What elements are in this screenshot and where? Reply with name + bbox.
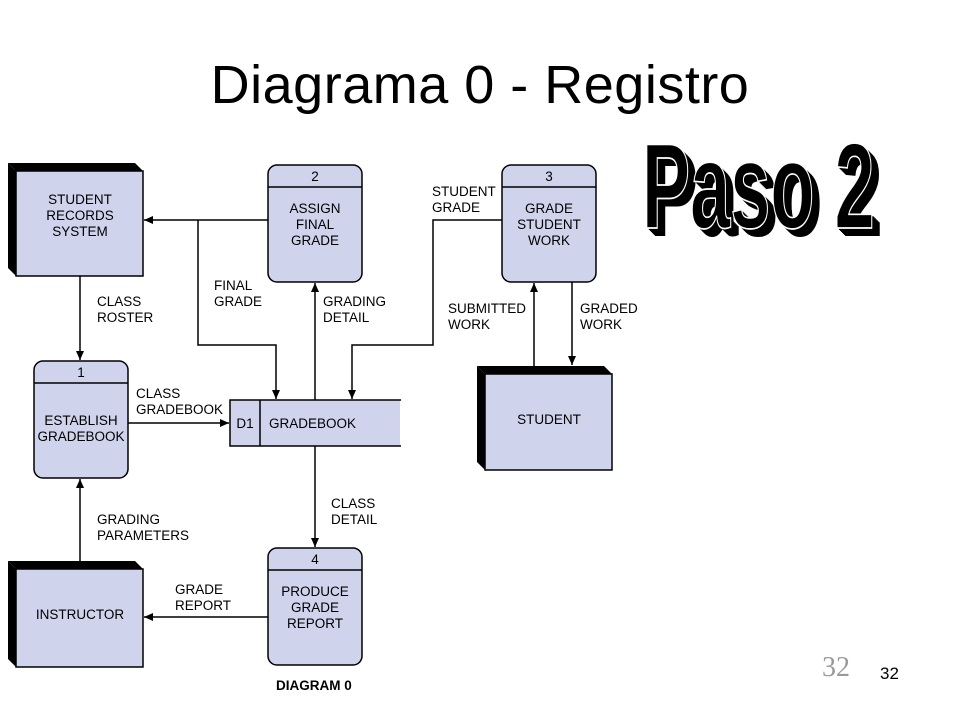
flow-label-class-detail: CLASS — [331, 496, 375, 511]
flow-label-grading-parameters: GRADING — [97, 512, 160, 527]
process-1-establish-gradebook: 1 ESTABLISH GRADEBOOK — [33, 360, 129, 479]
entity-label-line: SYSTEM — [52, 224, 108, 239]
process-label-line: ASSIGN — [289, 201, 340, 216]
wordart-shadow: Paso 2 — [644, 122, 877, 257]
entity-student: STUDENT — [477, 366, 613, 471]
flow-arrow-final-grade — [197, 220, 280, 399]
flow-label-graded-work: WORK — [580, 317, 622, 332]
process-3-grade-student-work: 3 GRADE STUDENT WORK — [501, 164, 597, 283]
process-label-line: STUDENT — [517, 217, 581, 232]
flow-label-final-grade: GRADE — [214, 294, 262, 309]
flow-label-grading-detail: GRADING — [323, 294, 386, 309]
entity-label-line: INSTRUCTOR — [36, 607, 125, 622]
datastore-d1-gradebook: D1 GRADEBOOK — [229, 399, 401, 447]
datastore-name: GRADEBOOK — [269, 416, 356, 431]
process-number: 1 — [77, 365, 85, 380]
flow-label-student-grade: GRADE — [432, 200, 480, 215]
datastore-id: D1 — [236, 416, 253, 431]
process-label-line: PRODUCE — [281, 584, 349, 599]
process-label-line: REPORT — [287, 616, 343, 631]
entity-student-records-system: STUDENT RECORDS SYSTEM — [8, 163, 144, 277]
flow-label-class-roster: CLASS — [97, 294, 141, 309]
process-label-line: GRADEBOOK — [37, 429, 124, 444]
flow-label-grade-report: GRADE — [175, 582, 223, 597]
wordart-shadow: Paso 2 — [647, 125, 880, 260]
process-number: 2 — [311, 169, 319, 184]
flow-label-submitted-work: SUBMITTED — [448, 301, 526, 316]
wordart-shadow: Paso 2 — [645, 123, 878, 258]
wordart-shadow: Paso 2 — [650, 128, 883, 263]
page-number-art: 32 — [822, 652, 850, 683]
process-label-line: FINAL — [296, 217, 335, 232]
flow-label-class-gradebook: GRADEBOOK — [136, 402, 223, 417]
flow-label-grade-report: REPORT — [175, 598, 231, 613]
flow-label-class-gradebook: CLASS — [136, 386, 180, 401]
slide-number: 32 — [880, 664, 899, 683]
process-number: 3 — [545, 169, 553, 184]
entity-label-line: STUDENT — [517, 412, 581, 427]
entity-instructor: INSTRUCTOR — [8, 561, 144, 668]
process-4-produce-grade-report: 4 PRODUCE GRADE REPORT — [267, 547, 363, 666]
process-label-line: GRADE — [525, 201, 573, 216]
flow-arrow-student-grade — [348, 219, 502, 399]
slide-title: Diagrama 0 - Registro — [210, 55, 750, 115]
flow-label-student-grade: STUDENT — [432, 184, 496, 199]
wordart-paso-2: Paso 2 Paso 2 Paso 2 Paso 2 Paso 2 Paso … — [641, 119, 883, 263]
process-number: 4 — [311, 552, 319, 567]
wordart-shadow: Paso 2 — [648, 126, 881, 261]
process-label-line: GRADE — [291, 233, 339, 248]
process-label-line: WORK — [528, 233, 570, 248]
wordart-shadow: Paso 2 — [646, 124, 879, 259]
process-2-assign-final-grade: 2 ASSIGN FINAL GRADE — [267, 164, 363, 283]
flow-label-grading-parameters: PARAMETERS — [97, 528, 189, 543]
flow-label-class-roster: ROSTER — [97, 310, 154, 325]
flow-label-graded-work: GRADED — [580, 301, 638, 316]
flow-label-grading-detail: DETAIL — [323, 310, 370, 325]
wordart-shadow: Paso 2 — [649, 127, 882, 262]
flow-label-final-grade: FINAL — [214, 278, 253, 293]
entity-label-line: RECORDS — [46, 208, 114, 223]
wordart-face: Paso 2 — [642, 120, 875, 255]
process-label-line: GRADE — [291, 600, 339, 615]
process-label-line: ESTABLISH — [44, 413, 117, 428]
flow-label-class-detail: DETAIL — [331, 512, 378, 527]
entity-label-line: STUDENT — [48, 192, 112, 207]
diagram-caption: DIAGRAM 0 — [276, 678, 352, 693]
flow-label-submitted-work: WORK — [448, 317, 490, 332]
